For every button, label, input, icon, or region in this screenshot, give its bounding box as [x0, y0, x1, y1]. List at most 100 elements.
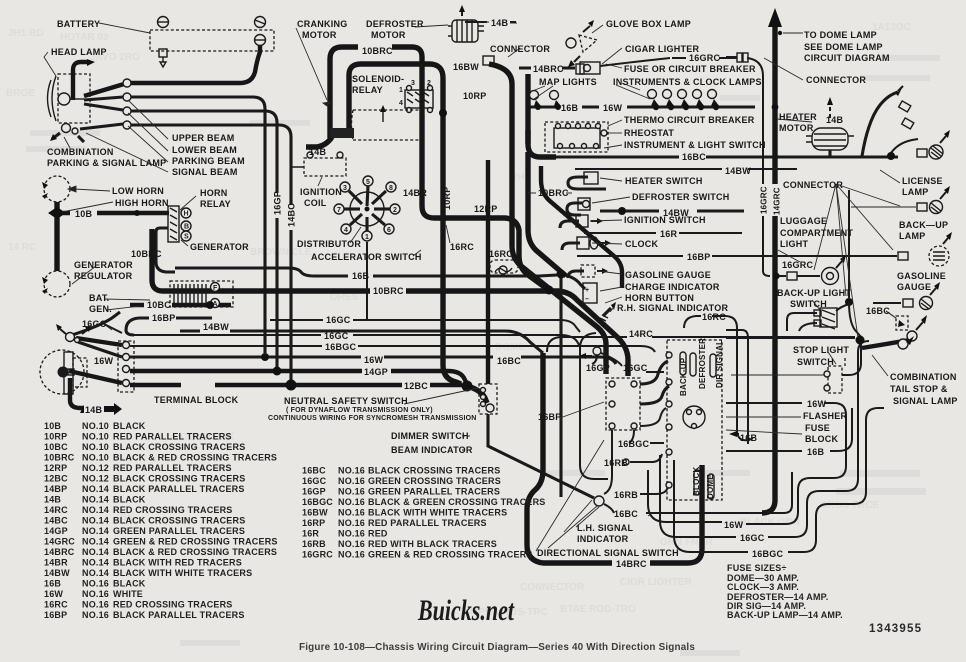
svg-text:STOP LIGHT: STOP LIGHT — [793, 345, 849, 355]
svg-text:–: – — [585, 296, 589, 303]
svg-text:REGULATOR: REGULATOR — [74, 271, 133, 281]
svg-text:10BRC: 10BRC — [538, 188, 569, 198]
svg-text:GREEN CROSSING TRACERS: GREEN CROSSING TRACERS — [368, 476, 501, 486]
svg-text:16GC: 16GC — [623, 363, 648, 373]
svg-text:3: 3 — [343, 185, 347, 192]
svg-text:GREEN & RED CROSSING TRACERS: GREEN & RED CROSSING TRACERS — [113, 537, 278, 547]
svg-text:SOLENOID-: SOLENOID- — [352, 74, 404, 84]
svg-text:PARKING BEAM: PARKING BEAM — [172, 156, 245, 166]
svg-text:FUSE OR CIRCUIT BREAKER: FUSE OR CIRCUIT BREAKER — [624, 64, 756, 74]
svg-text:16W: 16W — [364, 355, 384, 365]
svg-text:16BGC: 16BGC — [325, 342, 357, 352]
svg-text:CIRCUIT DIAGRAM: CIRCUIT DIAGRAM — [804, 53, 890, 63]
svg-text:14GRC: 14GRC — [44, 537, 75, 547]
svg-text:10RP: 10RP — [44, 432, 67, 442]
svg-text:16W: 16W — [94, 356, 114, 366]
svg-text:COMB PRK: COMB PRK — [180, 432, 235, 443]
svg-text:CIGR LIGHTER: CIGR LIGHTER — [620, 577, 692, 588]
svg-text:NO.12: NO.12 — [82, 474, 109, 484]
svg-text:CONTINUOUS WIRING FOR SYNCROME: CONTINUOUS WIRING FOR SYNCROMESH TRANSMI… — [268, 415, 477, 422]
svg-text:16RP: 16RP — [302, 518, 325, 528]
svg-text:SIGNAL LAMP: SIGNAL LAMP — [893, 396, 958, 406]
svg-text:16BC: 16BC — [614, 509, 638, 519]
svg-text:FUSE: FUSE — [805, 423, 830, 433]
svg-text:HEATER SWITCH: HEATER SWITCH — [625, 176, 703, 186]
svg-text:16BW: 16BW — [453, 62, 479, 72]
svg-text:14BR: 14BR — [44, 558, 68, 568]
svg-text:16BGC: 16BGC — [752, 549, 784, 559]
svg-text:MOTOR: MOTOR — [779, 123, 814, 133]
svg-text:COMBINATION: COMBINATION — [47, 147, 114, 157]
svg-text:10B: 10B — [75, 209, 93, 219]
svg-text:DOME—30 AMP.: DOME—30 AMP. — [727, 573, 799, 583]
svg-text:CIGAR LIGHTER: CIGAR LIGHTER — [625, 44, 699, 54]
svg-text:7: 7 — [337, 207, 341, 214]
svg-text:LICENSE: LICENSE — [902, 176, 943, 186]
svg-text:14RC: 14RC — [629, 329, 653, 339]
svg-text:NO.16: NO.16 — [82, 600, 109, 610]
svg-text:GAUGE: GAUGE — [897, 282, 931, 292]
svg-text:16RC: 16RC — [450, 242, 474, 252]
svg-text:16BP: 16BP — [152, 313, 176, 323]
svg-text:DIMMER SWITCH: DIMMER SWITCH — [391, 431, 469, 441]
svg-text:NO.16: NO.16 — [82, 579, 109, 589]
svg-text:1343955: 1343955 — [869, 623, 922, 635]
svg-text:16W: 16W — [603, 103, 623, 113]
svg-text:10BRC: 10BRC — [373, 286, 404, 296]
svg-text:BLACK CROSSING TRACERS: BLACK CROSSING TRACERS — [113, 516, 245, 526]
svg-text:NO.16: NO.16 — [338, 518, 365, 528]
svg-text:HORN: HORN — [200, 188, 228, 198]
svg-text:10BRC: 10BRC — [44, 453, 75, 463]
svg-text:NO.14: NO.14 — [82, 537, 109, 547]
svg-text:16BP: 16BP — [687, 252, 711, 262]
svg-text:16RB: 16RB — [604, 458, 628, 468]
svg-text:16W: 16W — [724, 520, 744, 530]
svg-text:UPPER BEAM: UPPER BEAM — [172, 133, 235, 143]
svg-text:SIGNAL BEAM: SIGNAL BEAM — [172, 167, 238, 177]
svg-text:NO.14: NO.14 — [82, 526, 109, 536]
svg-text:NO.12: NO.12 — [82, 463, 109, 473]
svg-text:5: 5 — [366, 179, 370, 186]
svg-text:14BC: 14BC — [287, 203, 297, 227]
svg-text:14BW: 14BW — [663, 208, 689, 218]
svg-text:16R: 16R — [302, 529, 319, 539]
svg-text:SEE DOME LAMP: SEE DOME LAMP — [804, 42, 883, 52]
svg-text:NO.16: NO.16 — [338, 529, 365, 539]
svg-text:GASOLINE GAUGE: GASOLINE GAUGE — [625, 270, 711, 280]
svg-text:4: 4 — [399, 100, 403, 107]
svg-text:PARKING & SIGNAL LAMP: PARKING & SIGNAL LAMP — [47, 158, 166, 168]
svg-text:BLACK: BLACK — [113, 421, 146, 431]
svg-text:GASOLINE: GASOLINE — [897, 271, 946, 281]
svg-text:10RP: 10RP — [442, 186, 452, 210]
svg-text:8: 8 — [389, 185, 393, 192]
svg-text:DISTRIBUTOR: DISTRIBUTOR — [297, 239, 361, 249]
svg-text:16GRC: 16GRC — [760, 186, 769, 214]
svg-text:NO.14: NO.14 — [82, 547, 109, 557]
svg-text:16RC: 16RC — [489, 249, 513, 259]
svg-text:BLACK GRN: BLACK GRN — [740, 517, 800, 528]
svg-text:10BC: 10BC — [147, 300, 171, 310]
svg-text:RED PARALLEL TRACERS: RED PARALLEL TRACERS — [113, 463, 232, 473]
svg-text:JH1 BD: JH1 BD — [8, 28, 44, 39]
svg-text:12BC: 12BC — [44, 474, 68, 484]
svg-text:F: F — [213, 285, 218, 292]
svg-text:BLACK: BLACK — [113, 579, 146, 589]
svg-text:BTAE ROD-TRO: BTAE ROD-TRO — [560, 604, 636, 615]
svg-text:NO.10: NO.10 — [82, 421, 109, 431]
svg-text:RELAY: RELAY — [352, 85, 383, 95]
svg-text:10BRC: 10BRC — [131, 249, 162, 259]
svg-text:14BR: 14BR — [403, 188, 427, 198]
svg-text:NO.16: NO.16 — [338, 550, 365, 560]
svg-text:DEFROSTER: DEFROSTER — [698, 338, 707, 389]
svg-text:14BRC: 14BRC — [616, 559, 647, 569]
svg-text:BLACK WITH RED TRACERS: BLACK WITH RED TRACERS — [113, 558, 242, 568]
svg-text:NO.16: NO.16 — [338, 476, 365, 486]
svg-text:MOTOR: MOTOR — [371, 30, 406, 40]
svg-text:1: 1 — [365, 234, 369, 241]
svg-text:14BW: 14BW — [44, 568, 70, 578]
svg-text:BK: BK — [120, 512, 135, 523]
svg-text:BLACK CROSSING TRACERS: BLACK CROSSING TRACERS — [368, 466, 500, 476]
svg-text:16BGC: 16BGC — [302, 497, 333, 507]
svg-text:RED: RED — [368, 529, 388, 539]
svg-text:DIR SIG—14 AMP.: DIR SIG—14 AMP. — [727, 601, 806, 611]
